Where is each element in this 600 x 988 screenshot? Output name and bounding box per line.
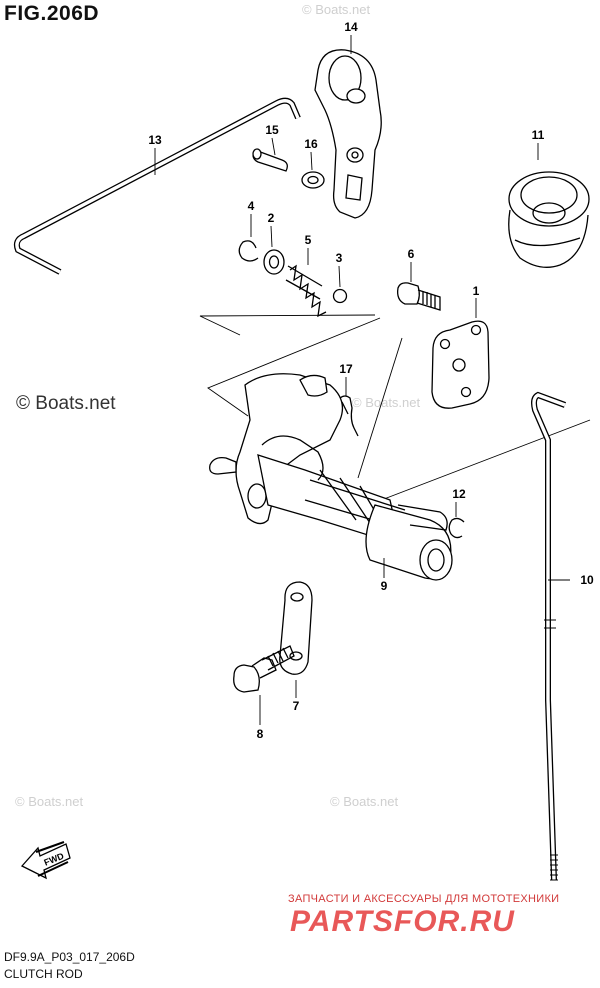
callout-7: 7: [293, 699, 300, 713]
drawing-code: DF9.9A_P03_017_206D: [4, 950, 135, 964]
callout-15: 15: [265, 123, 279, 137]
callout-16: 16: [304, 137, 318, 151]
fwd-arrow-icon: FWD: [20, 841, 71, 880]
grommet-11: [508, 171, 590, 268]
ad-tagline: ЗАПЧАСТИ И АКСЕССУАРЫ ДЛЯ МОТОТЕХНИКИ: [288, 893, 560, 905]
shaft-assembly-9: [209, 373, 453, 581]
callout-6: 6: [408, 247, 415, 261]
callout-1: 1: [473, 284, 480, 298]
callout-13: 13: [148, 133, 162, 147]
watermark-top: © Boats.net: [302, 2, 371, 17]
link-plate-7: [279, 581, 313, 675]
callout-leaders: [154, 35, 570, 725]
callout-4: 4: [248, 199, 255, 213]
circlip-12: [448, 517, 465, 539]
callout-14: 14: [344, 20, 358, 34]
clip-17: [339, 395, 359, 437]
watermark-mid: © Boats.net: [352, 395, 421, 410]
callout-17: 17: [339, 362, 353, 376]
figure-title: FIG.206D: [4, 2, 100, 25]
ad-logo: PARTSFOR.RU: [290, 905, 515, 938]
plate-1: [431, 320, 490, 409]
rod-10: [531, 391, 567, 881]
washer-2: [263, 249, 285, 275]
watermark-main: © Boats.net: [16, 393, 116, 414]
pin-15: [252, 148, 288, 172]
watermark-bottom-right: © Boats.net: [330, 794, 399, 809]
leader-lines: [199, 314, 591, 500]
callout-2: 2: [268, 211, 275, 225]
ball-3: [332, 288, 348, 304]
bolt-6: [397, 282, 441, 311]
callout-5: 5: [305, 233, 312, 247]
callout-numbers: 1 2 3 4 5 6 7 8 9 10 11 12 13 14 15 16 1…: [148, 20, 594, 741]
callout-8: 8: [257, 727, 264, 741]
drawing-name: CLUTCH ROD: [4, 967, 83, 981]
watermark-bottom-left: © Boats.net: [15, 794, 84, 809]
bolt-8: [233, 645, 295, 693]
callout-9: 9: [381, 579, 388, 593]
callout-11: 11: [532, 128, 545, 142]
arm-bracket-14: [314, 49, 382, 219]
clutch-rod-13: [13, 97, 301, 275]
callout-12: 12: [452, 487, 466, 501]
spring-5: [285, 264, 327, 318]
callout-10: 10: [580, 573, 594, 587]
washer-16: [301, 171, 325, 189]
circlip-4: [238, 240, 259, 262]
callout-3: 3: [336, 251, 343, 265]
